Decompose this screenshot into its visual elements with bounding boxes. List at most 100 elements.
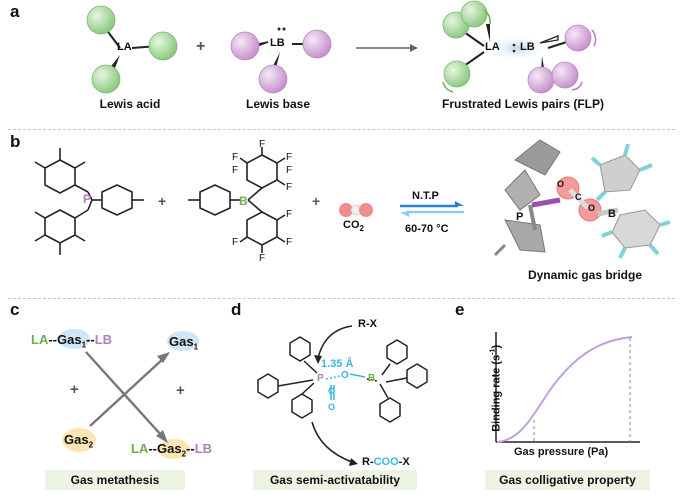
dynamic-gas-bridge-3d	[493, 139, 671, 259]
bridge-c: C	[575, 192, 582, 202]
c-gas1-right: Gas1	[169, 334, 198, 352]
phosphine-molecule	[34, 148, 144, 255]
co2-subscript: 2	[359, 224, 364, 234]
c-top-dash1: --	[48, 332, 58, 347]
c-bottom-la: LA	[131, 441, 149, 456]
d-bond-length: 1.35 Å	[321, 358, 354, 370]
c-gas2-left: Gas2	[64, 432, 93, 450]
panel-d-label: d	[231, 300, 242, 319]
divider-bc	[8, 298, 675, 299]
caption-lewis-base: Lewis base	[245, 97, 311, 111]
phosphorus-atom: P	[83, 192, 92, 206]
bond-dashed-1	[325, 375, 341, 380]
f-8: F	[232, 237, 239, 248]
f-7: F	[259, 253, 266, 264]
f-5: F	[286, 209, 293, 220]
co2-molecule	[339, 203, 373, 217]
curved-arrow-rx	[317, 325, 353, 359]
d-c-atom: C	[328, 386, 335, 396]
c-bottom-gas: Gas	[157, 441, 182, 456]
e-ylabel-sup: -1	[489, 348, 497, 355]
d-product-suffix: -X	[398, 456, 410, 468]
bridge-b: B	[608, 208, 616, 220]
panel-e-plot	[495, 332, 640, 443]
d-o2-atom: O	[328, 402, 336, 412]
d-product: R-COO-X	[362, 456, 410, 468]
c-top-la: LA	[31, 332, 49, 347]
f-6: F	[286, 237, 293, 248]
lewis-base-molecule	[230, 27, 332, 94]
flp-la: LA	[485, 41, 500, 53]
f-4: F	[286, 182, 293, 193]
ntp-label: N.T.P	[412, 190, 439, 202]
f-3: F	[286, 152, 293, 163]
c-bottom-row: LA--Gas2--LB	[131, 441, 212, 459]
plus-b1: +	[158, 193, 167, 209]
panel-b-label: b	[10, 132, 21, 151]
d-p-atom: P	[317, 373, 324, 384]
c-gas1-sub: 1	[193, 342, 199, 352]
gas1-blob-top	[58, 329, 90, 349]
c-gas2-text: Gas	[64, 432, 89, 447]
flp-lb: LB	[520, 41, 535, 53]
c-top-sub: 1	[81, 340, 87, 350]
c-top-lb: LB	[94, 332, 113, 347]
gas2-blob-bottom	[158, 439, 190, 459]
c-bottom-sub: 2	[181, 449, 187, 459]
c-plus-right: +	[176, 382, 185, 399]
c-bottom-lb: LB	[194, 441, 213, 456]
box-gas-metathesis: Gas metathesis	[45, 470, 185, 490]
f-9: F	[286, 165, 293, 176]
lewis-acid-molecule	[86, 5, 178, 94]
bridge-o2: O	[588, 203, 596, 213]
panel-c-label: c	[10, 300, 20, 319]
f-2: F	[259, 139, 266, 150]
boron-atom: B	[239, 194, 248, 208]
panel-a-label: a	[10, 2, 20, 21]
d-o-atom: O	[341, 370, 349, 381]
plus-b2: +	[312, 193, 321, 209]
box-gas-colligative-property: Gas colligative property	[485, 470, 650, 490]
borane-molecule	[188, 147, 286, 253]
binding-curve	[496, 336, 633, 443]
bond-c-o	[349, 373, 366, 378]
c-bottom-dash2: --	[186, 441, 195, 456]
e-ylabel-text: Binding rate (s	[490, 354, 503, 432]
d-product-prefix: R-	[362, 456, 374, 468]
d-b-atom: B	[368, 373, 376, 384]
co2-text: CO	[343, 219, 360, 231]
c-top-dash2: --	[86, 332, 95, 347]
d-product-coo: COO	[373, 456, 399, 468]
panel-a-diagram	[86, 0, 597, 94]
caption-dynamic-gas-bridge: Dynamic gas bridge	[527, 268, 643, 282]
box-gas-semi-activatability: Gas semi-activatability	[253, 470, 417, 490]
temp-label: 60-70 °C	[405, 223, 449, 235]
lewis-acid-la: LA	[117, 41, 132, 53]
c-top-gas: Gas	[57, 332, 82, 347]
caption-flp: Frustrated Lewis pairs (FLP)	[441, 97, 605, 111]
arrow-up-right	[89, 357, 165, 427]
bridge-p: P	[516, 211, 524, 223]
e-xlabel: Gas pressure (Pa)	[514, 446, 609, 458]
co2-label: CO2	[343, 219, 364, 233]
panel-a-plus: +	[196, 38, 206, 55]
bond-dashed-2	[366, 378, 378, 382]
d-rx-label: R-X	[358, 318, 377, 330]
c-bottom-dash1: --	[148, 441, 158, 456]
panel-d-molecule	[257, 336, 428, 423]
panel-e-label: e	[455, 300, 465, 319]
e-ylabel: Binding rate (s-1)	[490, 333, 503, 443]
panel-b-diagram	[34, 139, 671, 259]
f-1: F	[232, 152, 239, 163]
c-gas2-sub: 2	[88, 440, 94, 450]
gas2-blob-left	[62, 428, 96, 452]
f-10: F	[232, 165, 239, 176]
curved-arrow-product	[311, 421, 353, 463]
e-ylabel-end: )	[490, 344, 503, 349]
bridge-o1: O	[557, 179, 565, 189]
gas1-blob-right	[167, 331, 199, 351]
panel-c-e-graphics	[58, 325, 640, 466]
c-gas1-text: Gas	[169, 334, 194, 349]
caption-lewis-acid: Lewis acid	[99, 97, 161, 111]
frustrated-lewis-pair	[442, 0, 597, 94]
